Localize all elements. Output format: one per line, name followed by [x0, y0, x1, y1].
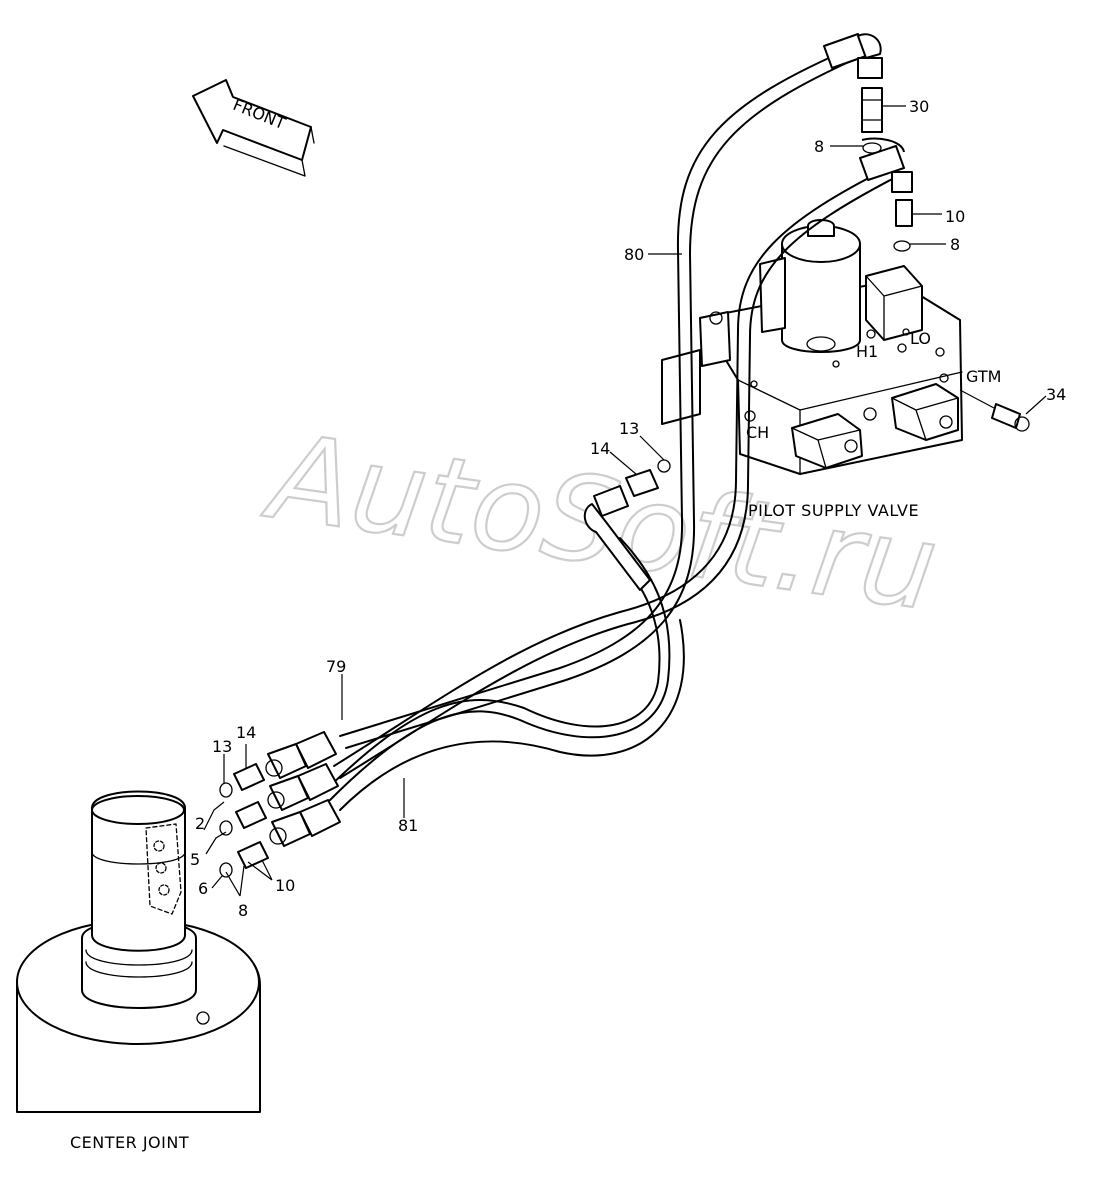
center-joint: CENTER JOINT: [16, 790, 261, 1152]
part-number-8-mid: 8: [950, 235, 960, 254]
leader-lines: [203, 105, 1047, 897]
part-number-13-joint: 13: [212, 737, 232, 756]
part-number-14-valve: 14: [590, 439, 610, 458]
part-number-8-top: 8: [814, 137, 824, 156]
center-joint-label: CENTER JOINT: [70, 1133, 189, 1152]
joint-adapters: [219, 763, 269, 878]
hose-fittings-center-joint: [265, 731, 341, 847]
port-label-lo: LO: [910, 329, 931, 348]
part-number-2: 2: [195, 814, 205, 833]
valve-side-fitting: [583, 459, 671, 591]
port-label-gtm: GTM: [966, 367, 1001, 386]
part-number-81: 81: [398, 816, 418, 835]
part-number-14-joint: 14: [236, 723, 256, 742]
part-number-79: 79: [326, 657, 346, 676]
part-number-10-joint: 10: [275, 876, 295, 895]
front-direction-arrow: FRONT: [192, 79, 315, 177]
part-number-8-joint: 8: [238, 901, 248, 920]
top-adapters: [861, 87, 1030, 432]
part-number-13-valve: 13: [619, 419, 639, 438]
part-number-5: 5: [190, 850, 200, 869]
hose-81: [333, 165, 899, 779]
part-number-6: 6: [198, 879, 208, 898]
hose-80: [339, 45, 863, 749]
part-number-80: 80: [624, 245, 644, 264]
port-label-h1: H1: [856, 342, 878, 361]
port-label-ch: CH: [746, 423, 769, 442]
part-number-30: 30: [909, 97, 929, 116]
pilot-supply-valve-label: PILOT SUPPLY VALVE: [748, 501, 919, 520]
part-number-34: 34: [1046, 385, 1066, 404]
hose-fittings-top: [823, 33, 913, 193]
hose-79: [325, 537, 685, 811]
part-number-10-top: 10: [945, 207, 965, 226]
